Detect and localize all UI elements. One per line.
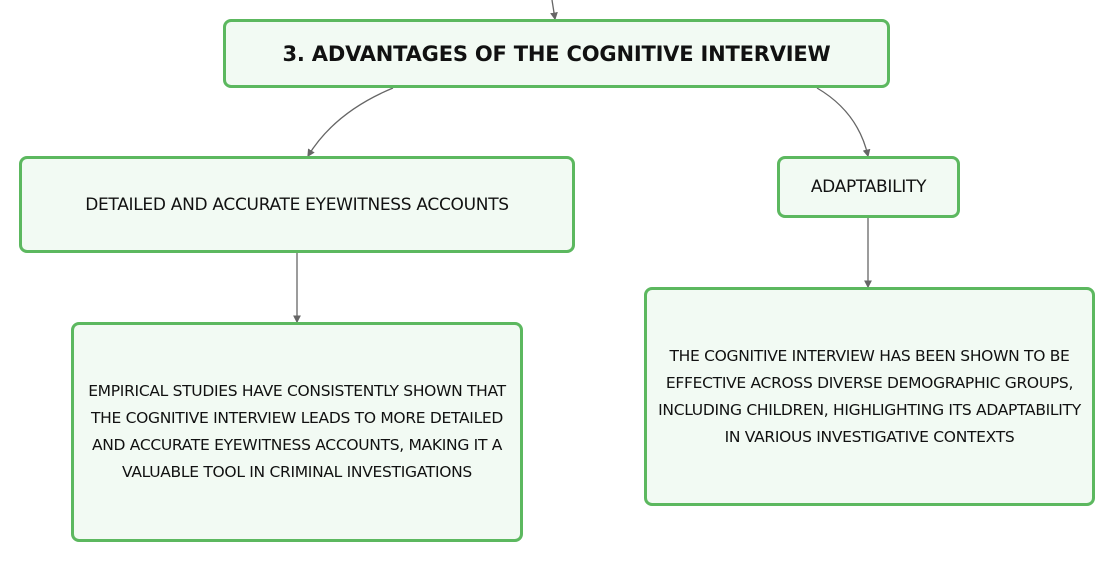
connector-root-to-adaptability [816,87,871,158]
detail-text-detailed-accounts: EMPIRICAL STUDIES HAVE CONSISTENTLY SHOW… [88,382,506,481]
detail-text-adaptability: THE COGNITIVE INTERVIEW HAS BEEN SHOWN T… [658,346,1081,446]
detail-node-adaptability[interactable]: THE COGNITIVE INTERVIEW HAS BEEN SHOWN T… [644,287,1095,506]
subtopic-node-detailed-accounts[interactable]: DETAILED AND ACCURATE EYEWITNESS ACCOUNT… [19,156,575,253]
connector-from-parent [550,0,558,21]
root-topic-node[interactable]: 3. ADVANTAGES OF THE COGNITIVE INTERVIEW [223,19,890,88]
subtopic-label-detailed-accounts: DETAILED AND ACCURATE EYEWITNESS ACCOUNT… [85,194,509,215]
connector-root-to-detailed [307,87,394,158]
subtopic-node-adaptability[interactable]: ADAPTABILITY [777,156,960,218]
detail-node-detailed-accounts[interactable]: EMPIRICAL STUDIES HAVE CONSISTENTLY SHOW… [71,322,523,542]
root-topic-label: 3. ADVANTAGES OF THE COGNITIVE INTERVIEW [282,41,831,66]
subtopic-label-adaptability: ADAPTABILITY [810,177,927,197]
